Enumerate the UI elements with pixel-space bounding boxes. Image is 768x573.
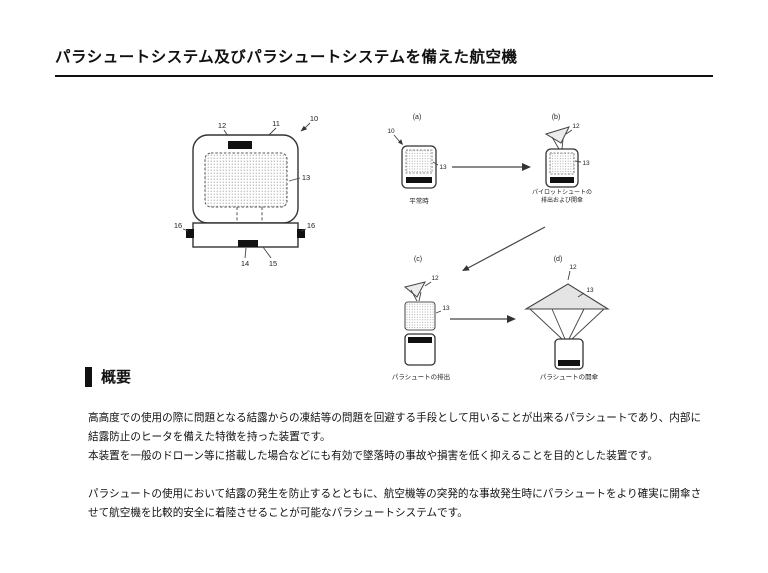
arrowhead-a-10 bbox=[398, 139, 403, 145]
caption-c: パラシュートの排出 bbox=[392, 372, 450, 381]
ref-label-14: 14 bbox=[241, 259, 249, 268]
packed-chute-a bbox=[405, 149, 433, 174]
subfigure-d: (d) 12 13 パラシュートの開傘 bbox=[524, 256, 610, 381]
packed-chute-b bbox=[549, 152, 575, 175]
subfigure-b: (b) 12 13 パイロットシュートの 排出および開傘 bbox=[532, 114, 592, 204]
packed-parachute bbox=[204, 152, 288, 208]
band-d bbox=[558, 360, 580, 366]
band-c bbox=[408, 337, 432, 343]
subfigure-a: (a) 10 13 平常時 bbox=[387, 114, 447, 205]
ref-label-d-12: 12 bbox=[569, 264, 577, 271]
overview-paragraph-1: 高高度での使用の際に問題となる結露からの凍結等の問題を回避する手段として用いるこ… bbox=[88, 412, 702, 443]
caption-b-line2: 排出および開傘 bbox=[541, 196, 583, 204]
pilot-chute-c bbox=[403, 281, 426, 298]
subfig-b-tag: (b) bbox=[552, 114, 561, 121]
ref-label-b-13: 13 bbox=[582, 160, 590, 167]
subfigure-c: (c) 12 13 パラシュートの排出 bbox=[392, 256, 450, 381]
ref-label-10: 10 bbox=[310, 114, 318, 123]
ref-label-a-13: 13 bbox=[439, 164, 447, 171]
ref-label-b-12: 12 bbox=[572, 123, 580, 130]
heading-accent-bar bbox=[85, 366, 92, 387]
band-a bbox=[406, 177, 432, 183]
open-canopy-d bbox=[524, 283, 610, 310]
bottom-connector bbox=[238, 240, 258, 247]
title-divider bbox=[55, 75, 713, 77]
caption-b-line1: パイロットシュートの bbox=[532, 189, 592, 196]
page-title: パラシュートシステム及びパラシュートシステムを備えた航空機 bbox=[55, 49, 518, 66]
side-latch-right bbox=[297, 229, 305, 238]
arrow-b-to-c bbox=[467, 226, 546, 269]
arrowhead-a-to-b bbox=[522, 163, 531, 171]
caption-d: パラシュートの開傘 bbox=[540, 372, 599, 381]
ref-label-a-10: 10 bbox=[387, 128, 395, 135]
overview-paragraph-2: 本装置を一般のドローン等に搭載した場合などにも有効で墜落時の事故や損害を低く抑え… bbox=[88, 450, 659, 462]
side-latch-left bbox=[186, 229, 194, 238]
parachute-pack-c bbox=[404, 301, 436, 331]
ref-label-c-13: 13 bbox=[442, 305, 450, 312]
band-b bbox=[550, 177, 574, 183]
arrowhead-10 bbox=[300, 125, 308, 132]
deployment-sequence-figure: (a) 10 13 平常時 (b) 12 13 パイロッ bbox=[387, 114, 610, 381]
ref-label-16-right: 16 bbox=[307, 221, 315, 230]
overview-paragraph-3: パラシュートの使用において結露の発生を防止するとともに、航空機等の突発的な事故発… bbox=[88, 488, 702, 519]
ref-label-13: 13 bbox=[302, 173, 310, 182]
ref-label-15: 15 bbox=[269, 259, 277, 268]
caption-a: 平常時 bbox=[409, 196, 429, 205]
ref-label-12: 12 bbox=[218, 121, 226, 130]
arrowhead-c-to-d bbox=[507, 315, 516, 323]
ref-label-11: 11 bbox=[272, 119, 280, 128]
arrowhead-b-to-c bbox=[462, 265, 470, 271]
main-device-figure: 12 11 10 13 16 16 14 15 bbox=[174, 114, 318, 268]
ref-label-d-13: 13 bbox=[586, 287, 594, 294]
overview-heading-row: 概要 bbox=[85, 366, 131, 387]
ref-label-c-12: 12 bbox=[431, 275, 439, 282]
subfig-d-tag: (d) bbox=[554, 256, 563, 263]
ref-label-16-left: 16 bbox=[174, 221, 182, 230]
subfig-c-tag: (c) bbox=[414, 256, 422, 263]
subfig-a-tag: (a) bbox=[413, 114, 422, 121]
pilot-chute-b bbox=[544, 126, 570, 144]
overview-body: 高高度での使用の際に問題となる結露からの凍結等の問題を回避する手段として用いるこ… bbox=[88, 409, 702, 523]
ejection-cap bbox=[228, 141, 252, 149]
overview-heading: 概要 bbox=[101, 369, 132, 386]
